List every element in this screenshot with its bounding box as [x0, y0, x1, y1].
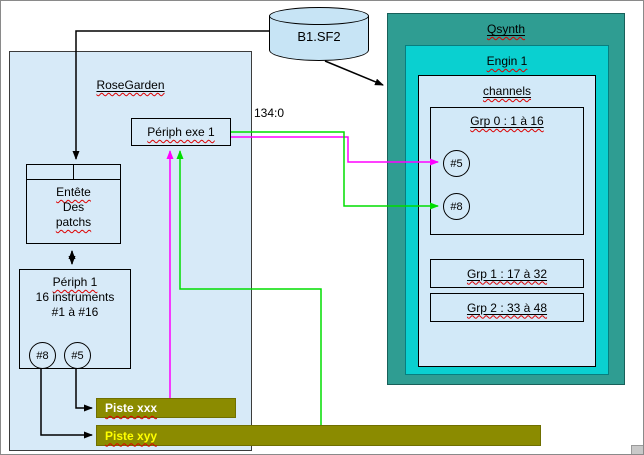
patch-header-line-3: patchs [55, 215, 92, 229]
patch-header-cell-divider [27, 165, 74, 179]
group-0-circle-5-label: #5 [450, 157, 463, 170]
periph1-box: Périph 1 16 instruments #1 à #16 #8 #5 [19, 269, 131, 369]
group-0-label: Grp 0 : 1 à 16 [470, 114, 544, 128]
window-resize-corner [631, 445, 643, 454]
periph1-circle-8-label: #8 [36, 349, 49, 362]
group-1-box: Grp 1 : 17 à 32 [430, 259, 584, 288]
periph1-line-3: #1 à #16 [51, 305, 99, 319]
group-2-label: Grp 2 : 33 à 48 [466, 300, 548, 315]
group-0-circle-5: #5 [443, 150, 470, 177]
periph1-line-2: 16 instruments [35, 290, 115, 304]
patch-header-text: Entête Des patchs [27, 185, 120, 230]
patch-header-row [27, 165, 120, 180]
qsynth-title: Qsynth [486, 22, 525, 36]
patch-header-table: Entête Des patchs [26, 164, 121, 244]
patch-header-line-2: Des [62, 200, 85, 214]
patch-header-line-1: Entête [56, 185, 91, 199]
track-xyy-label: Piste xyy [105, 428, 158, 443]
group-1-label: Grp 1 : 17 à 32 [466, 266, 548, 281]
soundfont-cylinder: B1.SF2 [269, 7, 369, 61]
group-2-box: Grp 2 : 33 à 48 [430, 293, 584, 322]
group-0-circle-8: #8 [443, 193, 470, 220]
group-0-circle-8-label: #8 [450, 200, 463, 213]
track-xxx-bar: Piste xxx [96, 398, 236, 418]
periph-exe-box: Périph exe 1 [131, 118, 231, 146]
periph1-circle-8: #8 [29, 342, 56, 369]
wire-sf2-to-qsynth [324, 60, 384, 86]
track-xyy-bar: Piste xyy [96, 425, 541, 446]
cylinder-body [269, 16, 369, 61]
wire-port-label: 134:0 [254, 106, 285, 120]
soundfont-label: B1.SF2 [297, 29, 341, 44]
engine-title: Engin 1 [486, 54, 528, 68]
periph-exe-label: Périph exe 1 [147, 125, 215, 139]
periph1-circle-5-label: #5 [71, 349, 84, 362]
periph1-line-1: Périph 1 [52, 275, 98, 289]
track-xxx-label: Piste xxx [105, 401, 158, 415]
periph1-text: Périph 1 16 instruments #1 à #16 [20, 275, 130, 320]
channels-title: channels [482, 84, 532, 98]
rosegarden-box: RoseGarden [9, 51, 252, 451]
periph1-circle-5: #5 [64, 342, 91, 369]
rosegarden-title: RoseGarden [96, 78, 165, 92]
cylinder-top-ellipse [269, 7, 369, 25]
group-0-box: Grp 0 : 1 à 16 #5 #8 [430, 107, 584, 235]
